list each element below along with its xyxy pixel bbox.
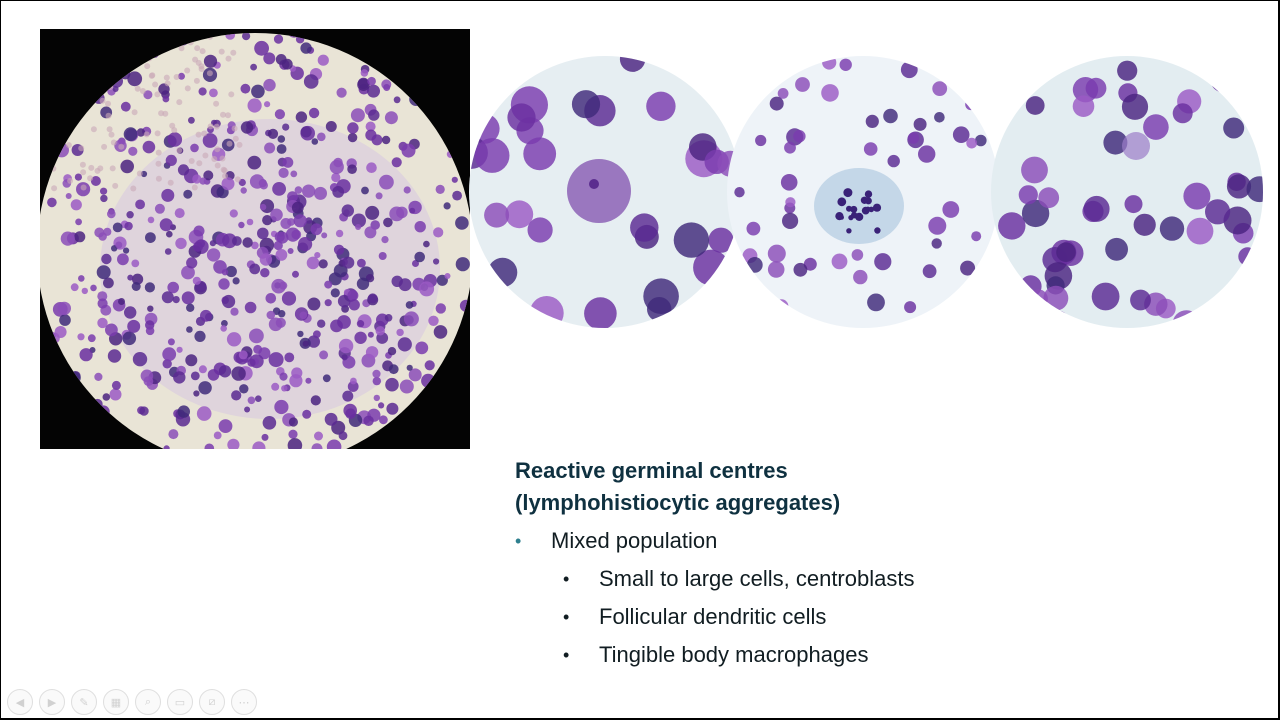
more-options-icon[interactable]: ⋯ — [231, 689, 257, 715]
camera-off-icon[interactable]: ⧄ — [199, 689, 225, 715]
pen-icon[interactable]: ✎ — [71, 689, 97, 715]
zoom-icon[interactable]: ⌕ — [135, 689, 161, 715]
sub-bullet-text: Small to large cells, centroblasts — [599, 566, 915, 591]
sub-bullet-text: Tingible body macrophages — [599, 642, 869, 667]
microscopy-follicular-dendritic-cell-image — [991, 56, 1263, 328]
slide-title: Reactive germinal centres (lymphohistioc… — [515, 455, 1015, 519]
slide-title-line-2: (lymphohistiocytic aggregates) — [515, 490, 841, 515]
bullet-dot-icon: • — [563, 607, 570, 627]
subtitles-icon[interactable]: ▭ — [167, 689, 193, 715]
bullet-dot-icon: • — [563, 569, 570, 589]
presenter-toolbar: ◀ ▶ ✎ ▦ ⌕ ▭ ⧄ ⋯ — [7, 689, 257, 715]
microscopy-overview-image — [40, 29, 470, 449]
bullet-text: Mixed population — [551, 528, 718, 553]
slide-title-line-1: Reactive germinal centres — [515, 458, 788, 483]
previous-slide-icon[interactable]: ◀ — [7, 689, 33, 715]
sub-bullet-text: Follicular dendritic cells — [599, 604, 827, 629]
bullet-dot-icon: • — [563, 645, 570, 665]
next-slide-icon[interactable]: ▶ — [39, 689, 65, 715]
bullet-dot-icon: • — [515, 531, 522, 551]
microscopy-tingible-body-macrophage-image — [727, 56, 999, 328]
microscopy-centroblast-image — [469, 56, 741, 328]
see-all-slides-icon[interactable]: ▦ — [103, 689, 129, 715]
